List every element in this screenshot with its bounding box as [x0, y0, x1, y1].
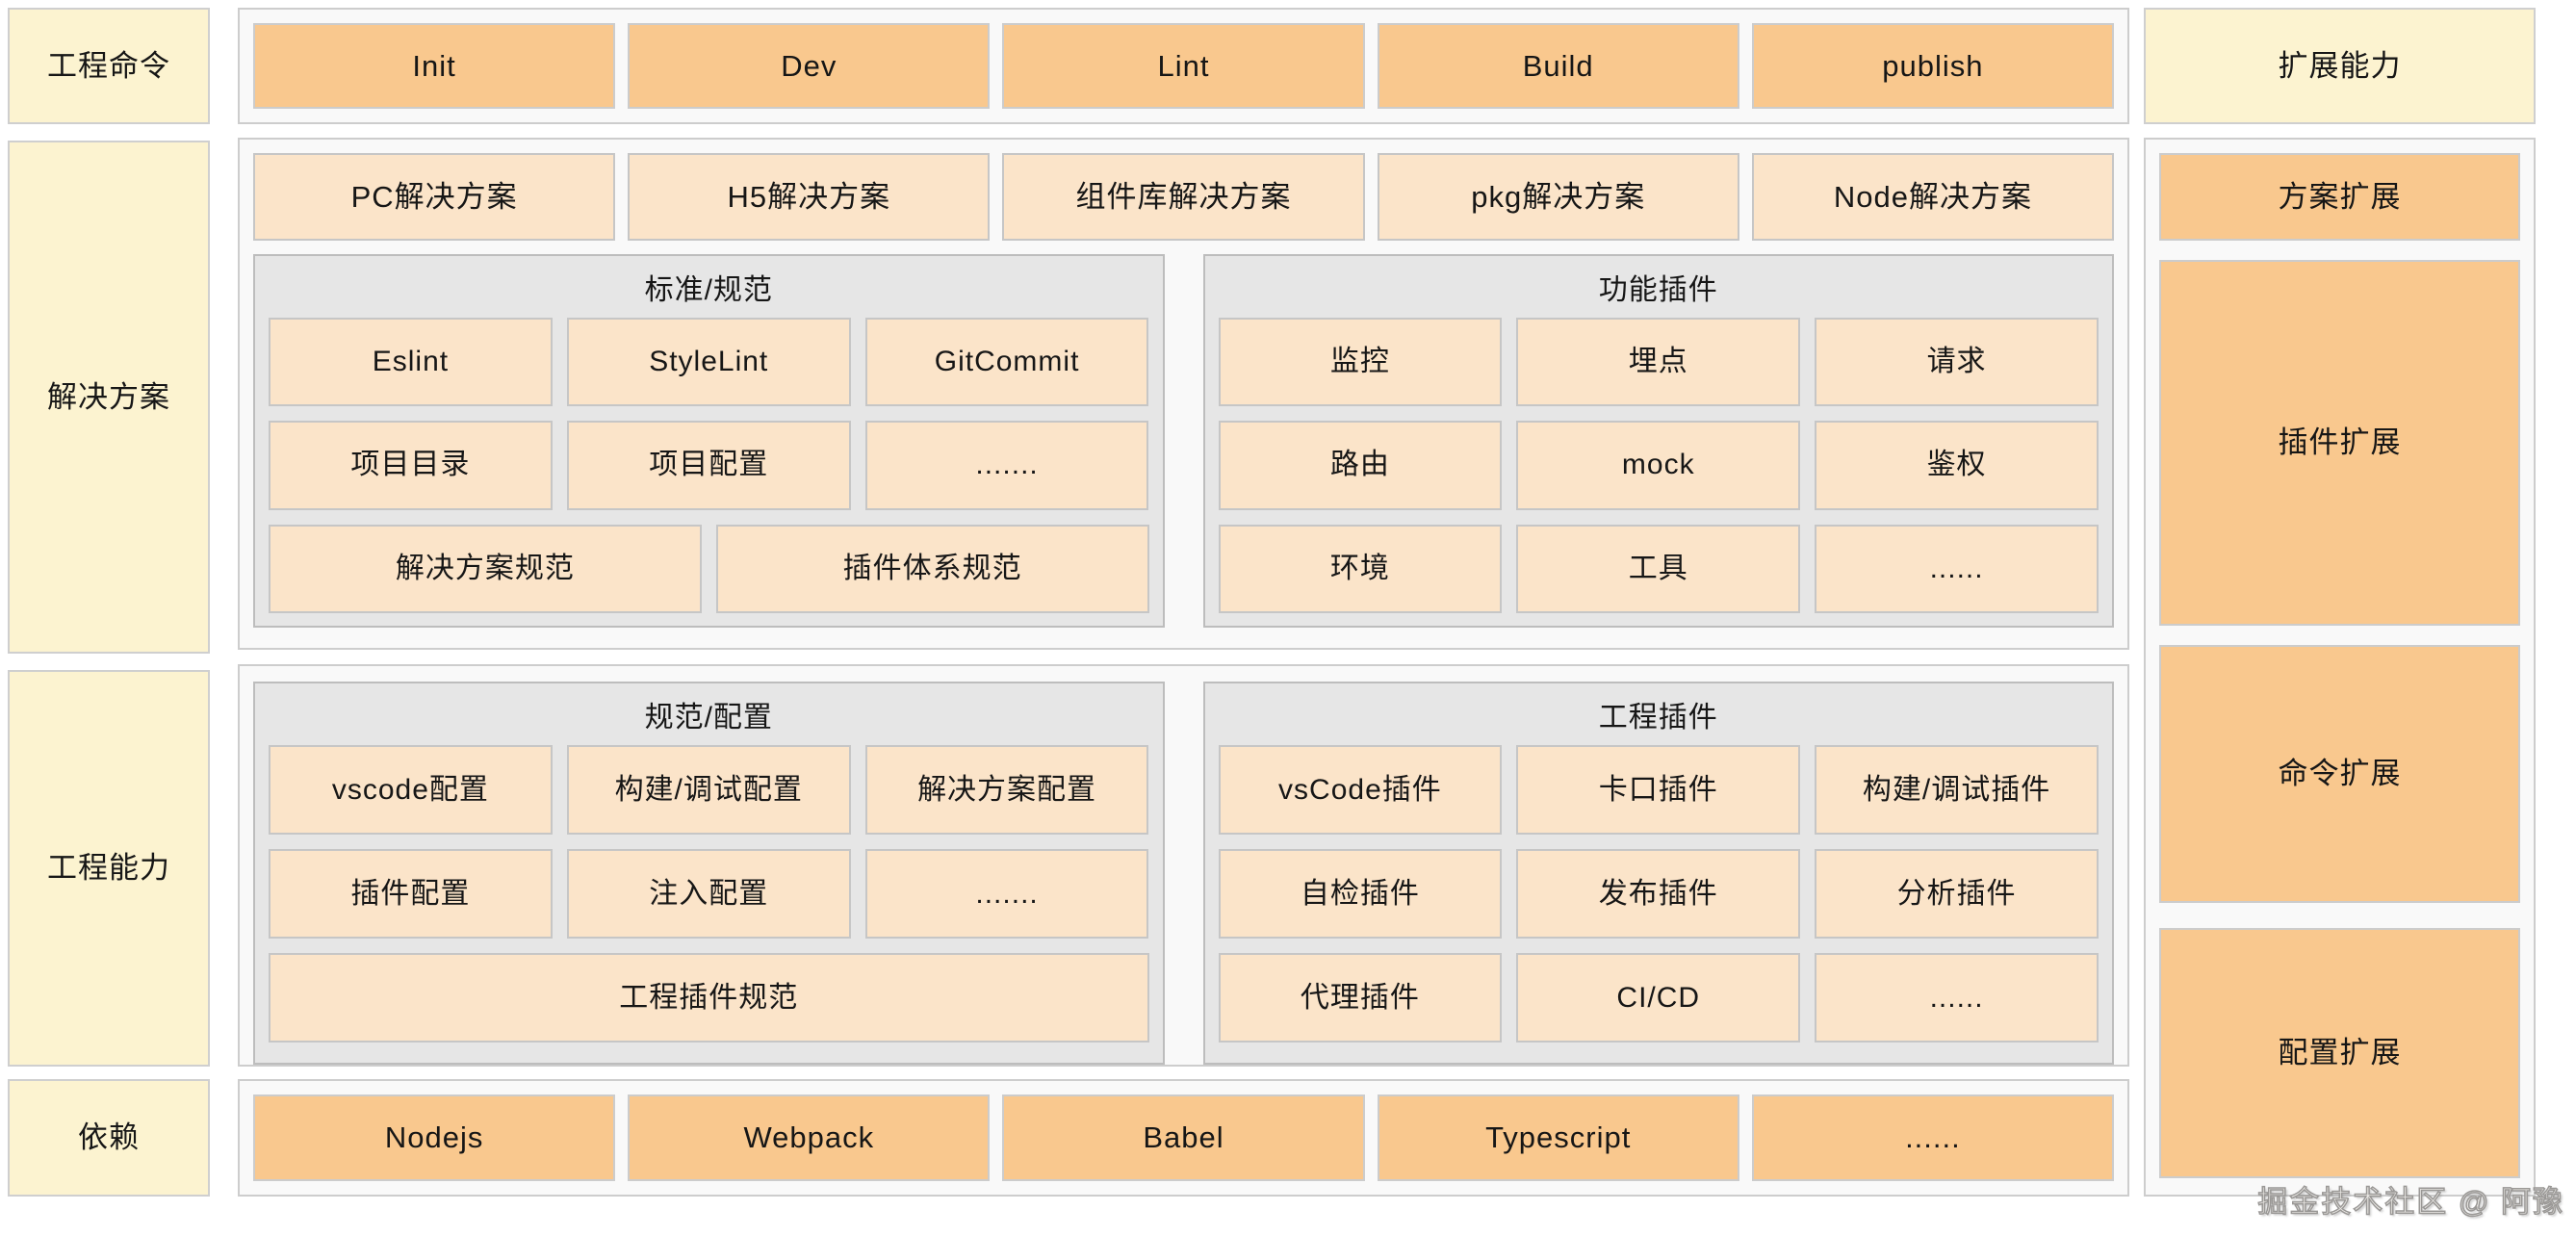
cell-build-debug-plugin: 构建/调试插件 — [1815, 745, 2099, 835]
command-block-lint: Lint — [1002, 23, 1365, 109]
cell-analysis-plugin: 分析插件 — [1815, 849, 2099, 939]
cell-engineering-plugin-spec: 工程插件规范 — [269, 953, 1149, 1043]
cell-feature-plugins-more: ...... — [1815, 524, 2099, 613]
cell-request: 请求 — [1815, 317, 2099, 407]
group-title-standards-specs: 标准/规范 — [644, 273, 773, 306]
feature-plugins-row-1: 监控 埋点 请求 — [1218, 317, 2099, 407]
standards-row-2: 项目目录 项目配置 ....... — [269, 421, 1149, 510]
engineering-plugins-row-1: vsCode插件 卡口插件 构建/调试插件 — [1218, 745, 2099, 835]
row-label-solutions: 解决方案 — [8, 141, 210, 654]
cell-environment: 环境 — [1218, 524, 1503, 613]
command-block-publish: publish — [1751, 23, 2115, 109]
cell-inject-config: 注入配置 — [566, 849, 851, 939]
cell-auth: 鉴权 — [1815, 421, 2099, 510]
solution-block-pc: PC解决方案 — [253, 153, 616, 241]
dependency-block-webpack: Webpack — [628, 1094, 991, 1181]
extension-block-command: 命令扩展 — [2159, 645, 2520, 903]
feature-plugins-row-2: 路由 mock 鉴权 — [1218, 421, 2099, 510]
solutions-container: PC解决方案 H5解决方案 组件库解决方案 pkg解决方案 Node解决方案 标… — [238, 138, 2129, 650]
cell-standards-more: ....... — [864, 421, 1149, 510]
dependency-block-nodejs: Nodejs — [253, 1094, 616, 1181]
command-block-build: Build — [1377, 23, 1739, 109]
group-standards-specs: 标准/规范 Eslint StyleLint GitCommit 项目目录 项目… — [253, 254, 1165, 628]
row-label-engineering-commands: 工程命令 — [8, 8, 210, 124]
command-block-dev: Dev — [628, 23, 991, 109]
diagram-main-column: Init Dev Lint Build publish PC解决方案 H5解决方… — [238, 8, 2129, 1197]
cell-plugin-system-spec: 插件体系规范 — [715, 524, 1149, 613]
cell-project-directory: 项目目录 — [269, 421, 553, 510]
solution-block-node: Node解决方案 — [1751, 153, 2115, 241]
cell-spec-config-more: ....... — [864, 849, 1149, 939]
extensions-column: 扩展能力 方案扩展 插件扩展 命令扩展 配置扩展 — [2144, 8, 2536, 1197]
row-label-engineering-capabilities: 工程能力 — [8, 670, 210, 1067]
dependency-block-babel: Babel — [1002, 1094, 1365, 1181]
dependencies-container: Nodejs Webpack Babel Typescript ...... — [238, 1079, 2129, 1197]
cell-vscode-plugin: vsCode插件 — [1218, 745, 1503, 835]
cell-tools: 工具 — [1516, 524, 1801, 613]
cell-ci-cd: CI/CD — [1516, 953, 1801, 1043]
cell-eslint: Eslint — [269, 317, 553, 407]
extensions-container: 方案扩展 插件扩展 命令扩展 配置扩展 — [2144, 138, 2536, 1197]
solution-block-h5: H5解决方案 — [628, 153, 991, 241]
standards-row-1: Eslint StyleLint GitCommit — [269, 317, 1149, 407]
engineering-plugins-row-3: 代理插件 CI/CD ...... — [1218, 953, 2099, 1043]
standards-row-3: 解决方案规范 插件体系规范 — [269, 524, 1149, 613]
cell-gate-plugin: 卡口插件 — [1516, 745, 1801, 835]
cell-engineering-plugins-more: ...... — [1815, 953, 2099, 1043]
watermark-text: 掘金技术社区 @ 阿豫 — [2257, 1184, 2564, 1220]
cell-proxy-plugin: 代理插件 — [1218, 953, 1503, 1043]
group-title-feature-plugins: 功能插件 — [1598, 273, 1718, 306]
solution-block-component-lib: 组件库解决方案 — [1002, 153, 1365, 241]
extension-block-config: 配置扩展 — [2159, 928, 2520, 1178]
group-feature-plugins: 功能插件 监控 埋点 请求 路由 mock 鉴权 环境 工具 ...... — [1202, 254, 2114, 628]
spec-config-row-1: vscode配置 构建/调试配置 解决方案配置 — [269, 745, 1149, 835]
command-block-init: Init — [253, 23, 616, 109]
spec-config-row-2: 插件配置 注入配置 ....... — [269, 849, 1149, 939]
cell-solution-config: 解决方案配置 — [864, 745, 1149, 835]
dependency-block-more: ...... — [1751, 1094, 2115, 1181]
feature-plugins-row-3: 环境 工具 ...... — [1218, 524, 2099, 613]
cell-tracking: 埋点 — [1516, 317, 1801, 407]
left-label-column: 工程命令 解决方案 工程能力 依赖 — [8, 8, 210, 1197]
group-title-engineering-plugins: 工程插件 — [1598, 702, 1718, 734]
dependency-block-typescript: Typescript — [1377, 1094, 1739, 1181]
cell-self-check-plugin: 自检插件 — [1218, 849, 1503, 939]
cell-solution-spec: 解决方案规范 — [269, 524, 702, 613]
extension-block-solution: 方案扩展 — [2159, 153, 2520, 241]
cell-router: 路由 — [1218, 421, 1503, 510]
cell-stylelint: StyleLint — [566, 317, 851, 407]
cell-publish-plugin: 发布插件 — [1516, 849, 1801, 939]
cell-build-debug-config: 构建/调试配置 — [566, 745, 851, 835]
engineering-plugins-row-2: 自检插件 发布插件 分析插件 — [1218, 849, 2099, 939]
extension-block-plugin: 插件扩展 — [2159, 260, 2520, 626]
cell-plugin-config: 插件配置 — [269, 849, 553, 939]
solutions-groups-row: 标准/规范 Eslint StyleLint GitCommit 项目目录 项目… — [253, 254, 2114, 628]
spec-config-row-3: 工程插件规范 — [269, 953, 1149, 1043]
solution-types-row: PC解决方案 H5解决方案 组件库解决方案 pkg解决方案 Node解决方案 — [253, 153, 2115, 241]
cell-vscode-config: vscode配置 — [269, 745, 553, 835]
group-title-spec-config: 规范/配置 — [644, 702, 773, 734]
commands-container: Init Dev Lint Build publish — [238, 8, 2129, 124]
cell-project-config: 项目配置 — [566, 421, 851, 510]
group-engineering-plugins: 工程插件 vsCode插件 卡口插件 构建/调试插件 自检插件 发布插件 分析插… — [1202, 682, 2114, 1065]
cell-mock: mock — [1516, 421, 1801, 510]
capabilities-container: 规范/配置 vscode配置 构建/调试配置 解决方案配置 插件配置 注入配置 … — [238, 664, 2129, 1067]
row-label-dependencies: 依赖 — [8, 1079, 210, 1197]
cell-gitcommit: GitCommit — [864, 317, 1149, 407]
group-spec-config: 规范/配置 vscode配置 构建/调试配置 解决方案配置 插件配置 注入配置 … — [253, 682, 1165, 1065]
column-label-extension-capabilities: 扩展能力 — [2144, 8, 2536, 124]
solution-block-pkg: pkg解决方案 — [1377, 153, 1739, 241]
cell-monitoring: 监控 — [1218, 317, 1503, 407]
